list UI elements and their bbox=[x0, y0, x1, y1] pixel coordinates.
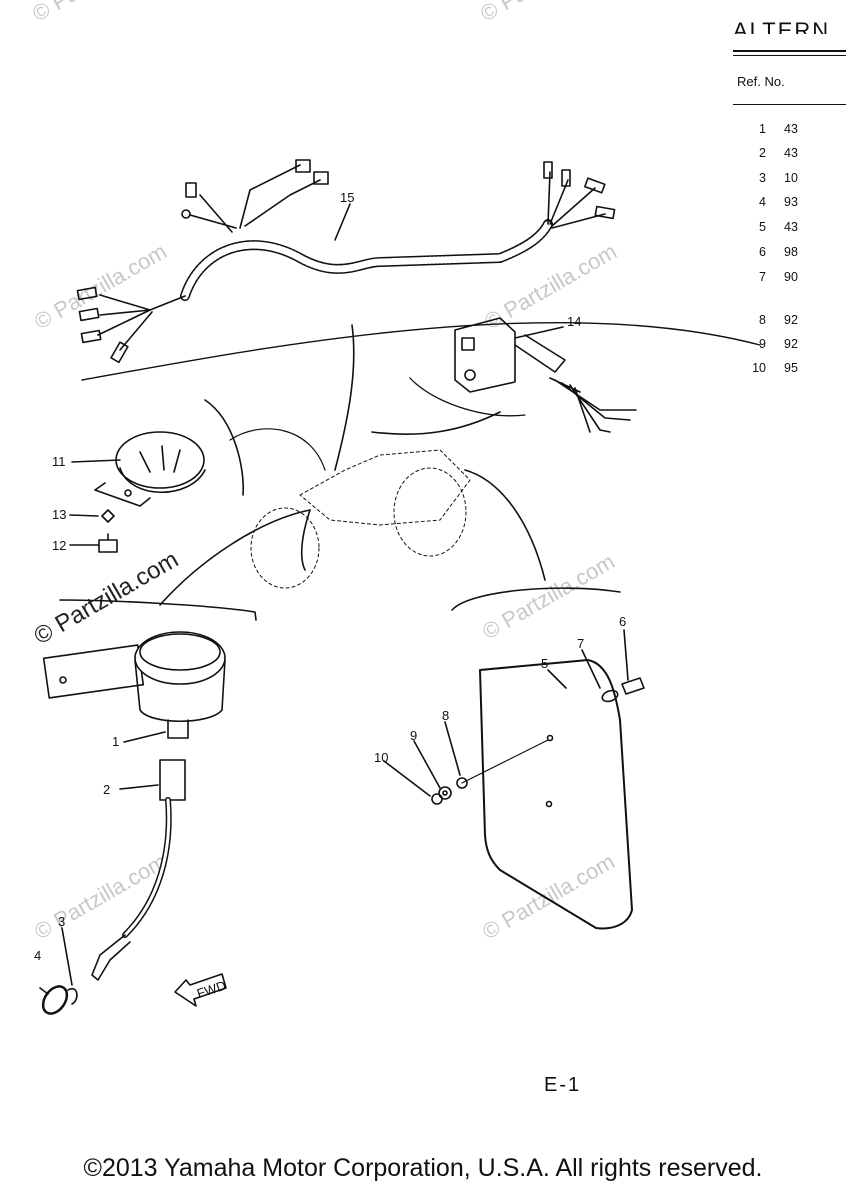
fwd-arrow-icon bbox=[174, 973, 227, 1007]
table-title: ALTERN bbox=[733, 18, 831, 34]
callout-11: 11 bbox=[52, 454, 66, 469]
callout-6: 6 bbox=[619, 614, 626, 629]
callout-9: 9 bbox=[410, 728, 417, 743]
page-number: E-1 bbox=[544, 1074, 582, 1096]
callout-12: 12 bbox=[52, 538, 66, 553]
callout-4: 4 bbox=[34, 948, 41, 963]
callout-14: 14 bbox=[567, 314, 581, 329]
speedometer bbox=[42, 631, 226, 739]
table-rule-top bbox=[733, 50, 846, 52]
svg-text:© Partzilla.com: © Partzilla.com bbox=[478, 549, 619, 645]
callout-10: 10 bbox=[374, 750, 388, 765]
callout-5: 5 bbox=[541, 656, 548, 671]
motorcycle-outline bbox=[250, 449, 471, 589]
handlebar-switch bbox=[454, 317, 637, 433]
callout-15: 15 bbox=[340, 190, 354, 205]
watermarks: © Partzilla.com © Partzilla.com © Partzi… bbox=[28, 0, 621, 944]
ref-no-header: Ref. No. bbox=[737, 74, 785, 89]
svg-text:© Partzilla.com: © Partzilla.com bbox=[30, 239, 171, 335]
horn bbox=[94, 431, 206, 553]
callout-1: 1 bbox=[112, 734, 119, 749]
callout-2: 2 bbox=[103, 782, 110, 797]
callout-8: 8 bbox=[442, 708, 449, 723]
svg-text:© Partzilla.com: © Partzilla.com bbox=[476, 0, 617, 26]
wire-harness bbox=[76, 159, 616, 364]
table-header-rule bbox=[733, 104, 846, 105]
speedometer-cable bbox=[91, 759, 186, 981]
svg-text:© Partzilla.com: © Partzilla.com bbox=[28, 0, 169, 26]
callout-13: 13 bbox=[52, 507, 66, 522]
copyright-notice: ©2013 Yamaha Motor Corporation, U.S.A. A… bbox=[83, 1154, 763, 1182]
callout-3: 3 bbox=[58, 914, 65, 929]
license-plate bbox=[431, 659, 645, 930]
table-rule-top-2 bbox=[733, 55, 846, 56]
callout-7: 7 bbox=[577, 636, 584, 651]
svg-text:© Partzilla.com: © Partzilla.com bbox=[478, 849, 619, 945]
